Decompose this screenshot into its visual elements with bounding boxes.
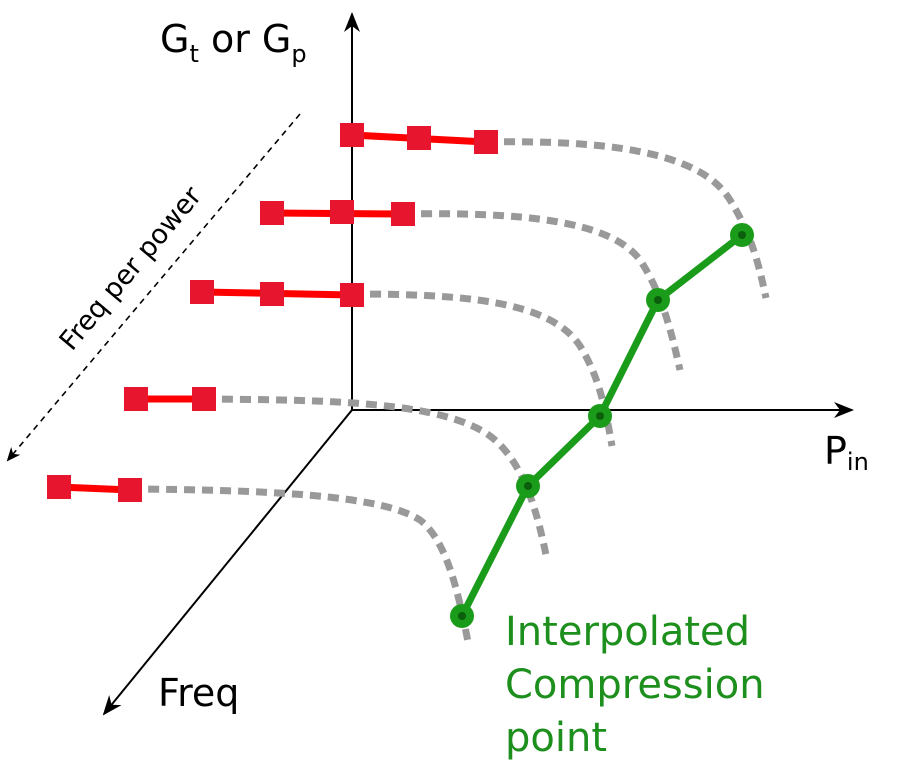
measured-segments (47, 123, 498, 502)
compression-point (730, 223, 754, 247)
compression-label: Interpolated Compression point (505, 609, 765, 761)
freq-axis-label: Freq (158, 671, 239, 715)
measured-point (340, 283, 364, 307)
measured-point (124, 387, 148, 411)
measured-segment-2 (260, 200, 415, 226)
compression-point (646, 288, 670, 312)
compression-point (516, 474, 540, 498)
measured-point (47, 475, 71, 499)
y-axis-label: Gt or Gp (160, 17, 307, 68)
measured-point (340, 123, 364, 147)
extrapolated-curve-1 (485, 138, 770, 299)
x-axis-label: Pin (824, 429, 869, 476)
measured-segment-5 (47, 475, 142, 502)
compression-label-line1: Interpolated (505, 609, 750, 655)
compression-point (450, 604, 474, 628)
measured-point (260, 282, 284, 306)
compression-label-line3: point (505, 715, 607, 761)
measured-point (192, 387, 216, 411)
measured-point (260, 201, 284, 225)
measured-segment-1 (340, 123, 498, 154)
compression-label-line2: Compression (505, 662, 765, 708)
measured-point (118, 478, 142, 502)
measured-point (330, 200, 354, 224)
compression-line (450, 223, 754, 628)
extrapolated-curve-4 (203, 395, 550, 556)
measured-point (474, 130, 498, 154)
compression-point (588, 404, 612, 428)
measured-point (190, 280, 214, 304)
freq-per-power-label: Freq per power (54, 180, 209, 356)
measured-segment-3 (190, 280, 364, 307)
measured-segment-4 (124, 387, 216, 411)
freq-axis (102, 409, 353, 716)
freq-per-power-arrow (6, 113, 301, 462)
extrapolated-curve-5 (129, 485, 472, 643)
measured-point (391, 202, 415, 226)
measured-point (407, 126, 431, 150)
extrapolated-curve-2 (402, 210, 684, 371)
extrapolated-curve-3 (351, 290, 616, 447)
extrapolated-curves (129, 138, 770, 643)
